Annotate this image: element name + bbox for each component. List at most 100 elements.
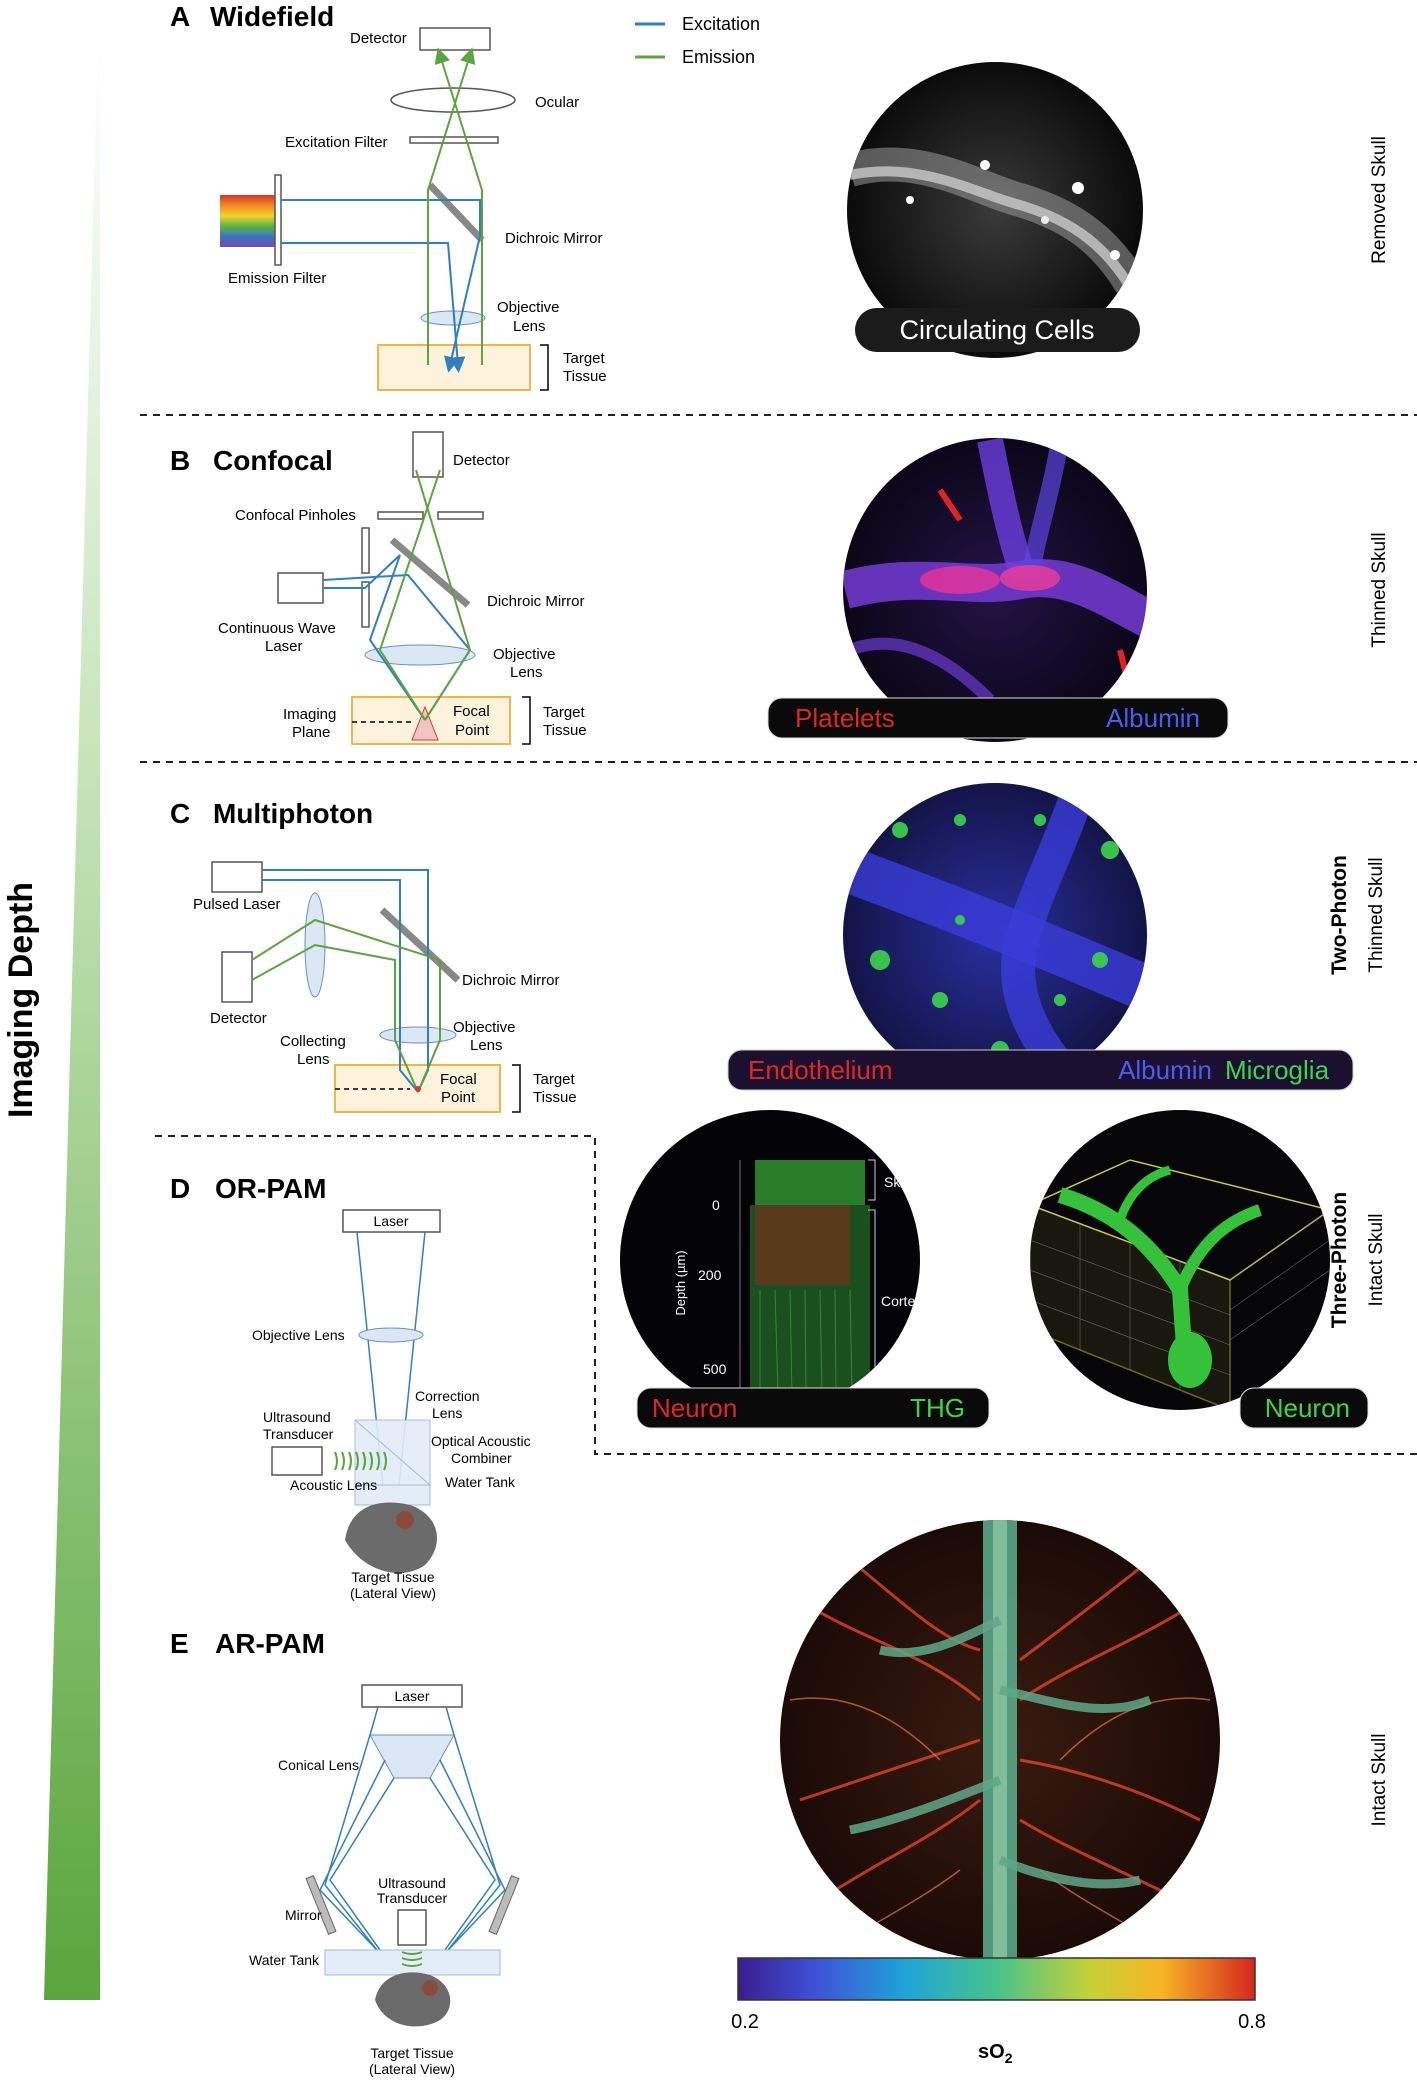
panel-b-title: Confocal: [213, 445, 333, 476]
label-ultrasound: Ultrasound: [263, 1409, 331, 1425]
objective-lens: [364, 644, 476, 666]
colorbar-label-main: sO: [978, 2041, 1005, 2063]
legend-emission: Emission: [682, 47, 755, 67]
caption-neuron: Neuron: [652, 1393, 737, 1423]
label-excitation-filter: Excitation Filter: [285, 134, 388, 151]
label-emission-filter: Emission Filter: [228, 270, 326, 287]
label-collecting: Collecting: [280, 1033, 346, 1050]
label-laser: Laser: [394, 1688, 429, 1704]
label-lens: Lens: [470, 1037, 503, 1054]
label-water-tank: Water Tank: [445, 1474, 516, 1490]
colorbar-max: 0.8: [1238, 2011, 1266, 2033]
panel-d: D OR-PAM Laser Objective Lens Correction…: [170, 1110, 1387, 1601]
acoustic-waves: [334, 1451, 387, 1471]
label-conical-lens: Conical Lens: [278, 1757, 359, 1773]
label-lens: Lens: [510, 664, 543, 681]
caption-neuron-d2: Neuron: [1265, 1393, 1350, 1423]
panel-d-title: OR-PAM: [215, 1173, 326, 1204]
pinhole-left: [377, 511, 424, 520]
annotation-tick-0: 0: [712, 1197, 720, 1213]
laser-box: [361, 1684, 463, 1708]
side-label-two-photon: Two-Photon: [1328, 855, 1351, 975]
colorbar-label: sO2: [978, 2041, 1013, 2066]
side-label-thinned-skull-c: Thinned Skull: [1366, 857, 1387, 972]
label-target: Target: [543, 704, 586, 721]
label-correction-lens: Lens: [432, 1405, 462, 1421]
label-objective: Objective: [497, 299, 560, 316]
label-dichroic-mirror: Dichroic Mirror: [462, 972, 560, 989]
pinhole-side-bottom: [361, 581, 370, 628]
panel-c-title: Multiphoton: [213, 798, 373, 829]
dichroic-mirror: [379, 907, 461, 983]
label-collecting-lens: Lens: [297, 1051, 330, 1068]
caption-pill-a: [855, 308, 1140, 352]
so2-vasculature-image: [780, 1520, 1220, 1960]
ultrasound-transducer: [397, 1909, 427, 1946]
panel-a-letter: A: [170, 1, 190, 32]
mirror-left: [305, 1875, 337, 1935]
label-target-tissue: Target Tissue: [351, 1569, 434, 1585]
imaging-depth-label: Imaging Depth: [2, 882, 40, 1118]
target-tissue-mouse: [375, 1972, 451, 2027]
label-objective: Objective: [493, 646, 556, 663]
caption-albumin: Albumin: [1106, 703, 1200, 733]
label-objective: Objective: [453, 1019, 516, 1036]
label-tissue: Tissue: [563, 368, 607, 385]
caption-pill-d2: [1239, 1387, 1369, 1429]
panel-e-title: AR-PAM: [215, 1628, 325, 1659]
label-mirror: Mirror: [285, 1907, 322, 1923]
pinhole-side-top: [361, 527, 370, 574]
legend: Excitation Emission: [635, 14, 760, 67]
caption-endothelium: Endothelium: [748, 1055, 893, 1085]
label-correction: Correction: [415, 1388, 480, 1404]
pinhole-right: [437, 511, 484, 520]
imaging-depth-wedge: [44, 38, 100, 2000]
label-lateral-view: (Lateral View): [369, 2061, 455, 2077]
ultrasound-transducer: [271, 1446, 323, 1476]
three-photon-neuron-image: [1030, 1110, 1330, 1410]
target-tissue-mouse: [345, 1502, 437, 1573]
label-detector: Detector: [210, 1010, 267, 1027]
panel-c: C Multiphoton Pulsed Laser Dichroic Mirr…: [170, 783, 1387, 1113]
label-point: Point: [455, 722, 490, 739]
objective-lens: [358, 1327, 424, 1343]
label-tissue: Tissue: [543, 722, 587, 739]
caption-microglia: Microglia: [1225, 1055, 1330, 1085]
label-confocal-pinholes: Confocal Pinholes: [235, 507, 356, 524]
label-detector: Detector: [350, 30, 407, 47]
label-acoustic-lens: Acoustic Lens: [290, 1477, 377, 1493]
side-label-three-photon: Three-Photon: [1328, 1192, 1351, 1329]
label-imaging: Imaging: [283, 706, 336, 723]
label-transducer: Transducer: [377, 1890, 448, 1906]
annotation-tick-200: 200: [698, 1267, 722, 1283]
legend-excitation: Excitation: [682, 14, 760, 34]
so2-colorbar: [737, 1957, 1256, 2001]
label-lateral-view: (Lateral View): [350, 1585, 436, 1601]
annotation-skull: Skull: [884, 1174, 914, 1190]
label-water-tank: Water Tank: [249, 1952, 320, 1968]
side-label-intact-skull-d: Intact Skull: [1366, 1214, 1387, 1307]
panel-d-letter: D: [170, 1173, 190, 1204]
label-ultrasound: Ultrasound: [378, 1875, 446, 1891]
caption-circulating-cells: Circulating Cells: [899, 315, 1094, 345]
laser-box: [277, 572, 324, 604]
caption-pill-c: [727, 1049, 1354, 1091]
objective-lens: [379, 1026, 457, 1044]
label-laser: Laser: [373, 1213, 408, 1229]
panel-e: E AR-PAM Laser Conical Lens Ultrasound T…: [170, 1520, 1390, 2077]
label-target: Target: [563, 350, 606, 367]
label-continuous-wave: Continuous Wave: [218, 620, 336, 637]
endothelium-albumin-microglia-image: [843, 783, 1147, 1087]
label-transducer: Transducer: [263, 1426, 334, 1442]
detector-box: [221, 951, 253, 1003]
laser-box: [342, 1209, 441, 1233]
caption-pill-b: [767, 697, 1229, 739]
label-objective-lens: Objective Lens: [252, 1327, 345, 1343]
label-lens: Lens: [513, 318, 546, 335]
label-laser: Laser: [265, 638, 303, 655]
panel-a: A Widefield Detector Ocular Excitation F…: [170, 1, 1390, 391]
separator-cd: [155, 1135, 1417, 1455]
detector-box: [419, 27, 491, 51]
light-source-spectrum: [220, 195, 275, 247]
